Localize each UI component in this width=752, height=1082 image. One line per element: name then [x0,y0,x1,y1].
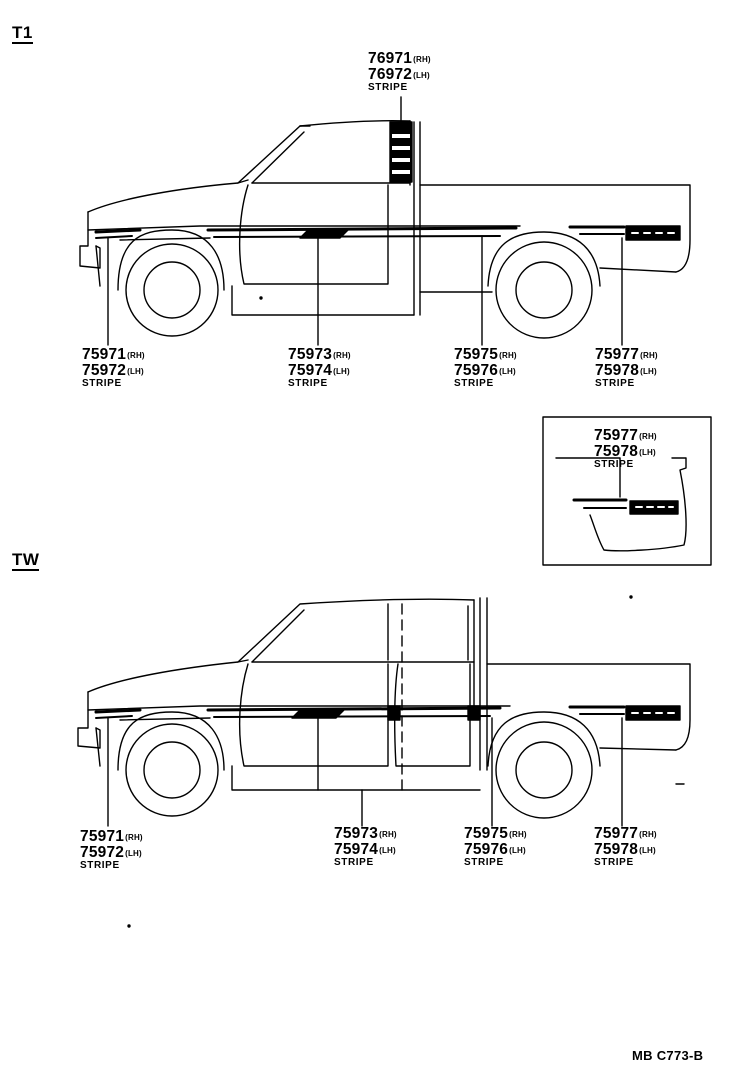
part-number-lh: 75978 [595,361,640,379]
callout-t1-door-stripe: 75973(RH) 75974(LH) STRIPE [288,347,351,389]
suffix-rh: (RH) [379,830,397,839]
part-number-rh: 75975 [454,346,499,363]
suffix-lh: (LH) [413,70,430,80]
callout-t1-rear-stripe: 75977(RH) 75978(LH) STRIPE [595,347,658,389]
suffix-rh: (RH) [639,432,657,441]
suffix-rh: (RH) [127,351,145,360]
section-label-tw: TW [12,550,40,571]
drawing-code: MB C773-B [632,1048,704,1063]
part-number-rh: 75977 [594,427,639,444]
tw-truck-illustration [77,597,691,827]
part-name: STRIPE [594,857,634,868]
part-number-rh: 76971 [368,50,413,67]
part-number-lh: 75978 [594,840,639,858]
callout-tw-bed-stripe: 75975(RH) 75976(LH) STRIPE [464,826,527,868]
callout-tw-door-stripe: 75973(RH) 75974(LH) STRIPE [334,826,397,868]
suffix-lh: (LH) [509,845,526,855]
part-name: STRIPE [368,82,408,93]
suffix-rh: (RH) [413,55,431,64]
part-number-rh: 75973 [334,825,379,842]
suffix-lh: (LH) [499,366,516,376]
part-number-rh: 75971 [82,346,127,363]
suffix-rh: (RH) [125,833,143,842]
part-number-rh: 75975 [464,825,509,842]
part-number-lh: 75974 [288,361,333,379]
suffix-lh: (LH) [639,845,656,855]
part-name: STRIPE [595,378,635,389]
part-number-rh: 75973 [288,346,333,363]
callout-tw-front-stripe: 75971(RH) 75972(LH) STRIPE [80,829,143,871]
suffix-rh: (RH) [639,830,657,839]
part-number-lh: 75972 [80,843,125,861]
part-number-rh: 75977 [595,346,640,363]
suffix-lh: (LH) [640,366,657,376]
part-number-lh: 75972 [82,361,127,379]
section-label-t1: T1 [12,23,33,44]
part-name: STRIPE [82,378,122,389]
detail-box [542,416,712,566]
part-name: STRIPE [80,860,120,871]
callout-detail-rear-stripe: 75977(RH) 75978(LH) STRIPE [594,428,657,470]
part-number-lh: 75976 [454,361,499,379]
callout-t1-bed-stripe: 75975(RH) 75976(LH) STRIPE [454,347,517,389]
part-name: STRIPE [594,459,634,470]
part-number-lh: 76972 [368,65,413,83]
callout-t1-front-stripe: 75971(RH) 75972(LH) STRIPE [82,347,145,389]
suffix-lh: (LH) [639,447,656,457]
part-name: STRIPE [288,378,328,389]
part-name: STRIPE [334,857,374,868]
part-name: STRIPE [464,857,504,868]
suffix-lh: (LH) [333,366,350,376]
suffix-rh: (RH) [333,351,351,360]
suffix-rh: (RH) [499,351,517,360]
callout-t1-roof-stripe: 76971(RH) 76972(LH) STRIPE [368,51,431,93]
part-number-rh: 75977 [594,825,639,842]
suffix-lh: (LH) [127,366,144,376]
part-number-lh: 75974 [334,840,379,858]
suffix-rh: (RH) [509,830,527,839]
suffix-lh: (LH) [125,848,142,858]
part-name: STRIPE [454,378,494,389]
t1-truck-illustration [79,96,691,346]
suffix-lh: (LH) [379,845,396,855]
suffix-rh: (RH) [640,351,658,360]
part-number-lh: 75978 [594,442,639,460]
part-number-lh: 75976 [464,840,509,858]
callout-tw-rear-stripe: 75977(RH) 75978(LH) STRIPE [594,826,657,868]
part-number-rh: 75971 [80,828,125,845]
